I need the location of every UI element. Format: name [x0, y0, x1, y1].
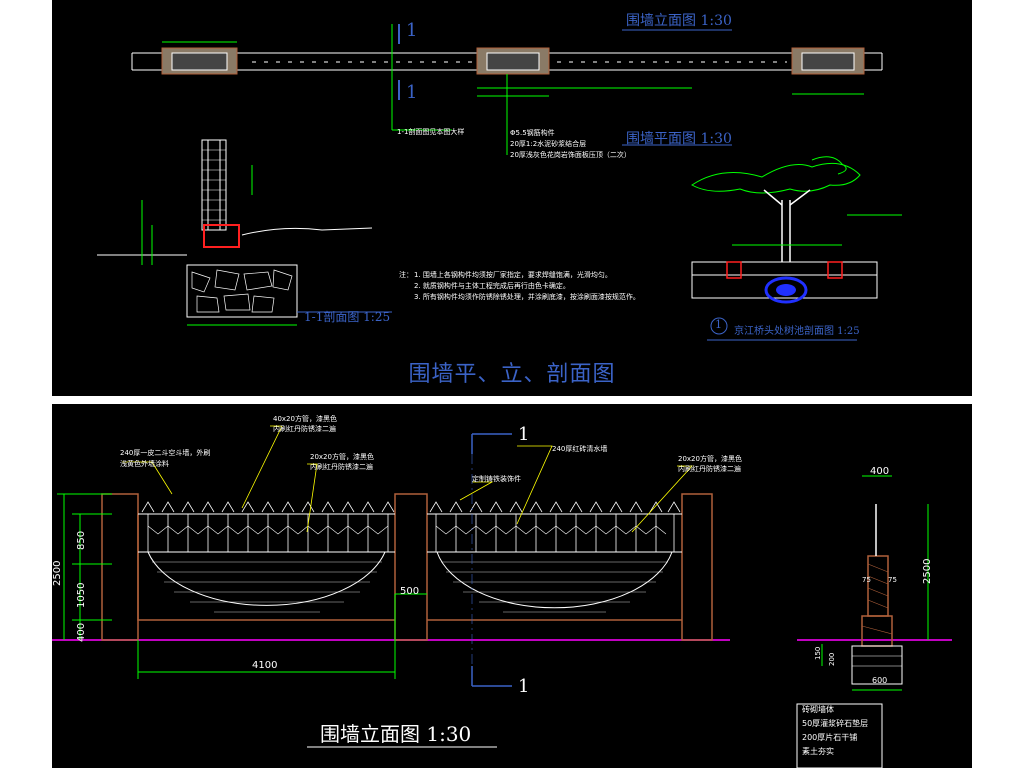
bottom-drawing-linework [52, 425, 952, 768]
callout-3: 20厚1:2水泥砂浆结合层 [510, 140, 587, 148]
dim-side-base: 600 [872, 676, 888, 685]
bottom-drawing-panel: 240厚一皮二斗空斗墙，外刷 浅黄色外墙涂料 40x20方管，漆黑色 内刷红丹防… [52, 404, 972, 768]
tube-note-5: 20x20方管，漆黑色 [678, 455, 742, 463]
note-1: 1. 围墙上各钢构件均须按厂家指定，要求焊缝饱满，光滑均匀。 [414, 271, 612, 279]
note-3: 3. 所有钢构件均须作防锈除锈处理，并涂刷底漆，按涂刷面漆按规范作。 [414, 293, 640, 301]
sheet-title: 围墙平、立、剖面图 [408, 362, 616, 387]
dim-fence-height: 850 [76, 530, 87, 550]
elevation-title-top: 围墙立面图 1:30 [626, 13, 732, 29]
tree-pit-detail-title: 京江桥头处树池剖面图 1:25 [734, 326, 860, 337]
section-mark-top-a: 1 [406, 20, 418, 41]
notes-label: 注： [399, 271, 413, 279]
bottom-elevation-title: 围墙立面图 1:30 [320, 722, 472, 746]
dim-side-75b: 75 [888, 576, 897, 584]
plan-title: 围墙平面图 1:30 [626, 131, 732, 147]
wall-note-2: 浅黄色外墙涂料 [120, 460, 169, 468]
legend-item-3: 200厚片石干铺 [802, 733, 858, 742]
dim-bay-width: 4100 [252, 660, 278, 671]
callout-1: 1-1剖面图见本图大样 [397, 128, 465, 136]
legend-item-1: 砖砌墙体 [802, 705, 834, 714]
tube-note-2: 内刷红丹防锈漆二遍 [273, 425, 336, 433]
tube-note-6: 内刷红丹防锈漆二遍 [678, 465, 741, 473]
tube-note-3: 20x20方管，漆黑色 [310, 453, 374, 461]
dim-base-height: 400 [76, 622, 87, 642]
dim-side-150: 150 [814, 646, 822, 660]
callout-2: Φ5.5钢筋构件 [510, 129, 555, 137]
dim-arc-height: 1050 [76, 582, 87, 608]
pier-note: 240厚红砖清水墙 [552, 445, 608, 453]
dim-total-height: 2500 [52, 560, 63, 586]
section-mark-top-b: 1 [406, 82, 418, 103]
wall-note-1: 240厚一皮二斗空斗墙，外刷 [120, 449, 211, 457]
tube-note-1: 40x20方管，漆黑色 [273, 415, 337, 423]
ornament-note: 定制铸铁装饰件 [472, 475, 521, 483]
dim-side-top-width: 400 [870, 466, 890, 477]
tube-note-4: 内刷红丹防锈漆二遍 [310, 463, 373, 471]
section-1-1-title: 1-1剖面图 1:25 [304, 310, 391, 324]
top-drawing-linework [97, 24, 902, 341]
section-mark-bottom-a: 1 [518, 424, 530, 445]
dim-side-75a: 75 [862, 576, 871, 584]
top-drawing-panel: 围墙立面图 1:30 围墙平面图 1:30 1 1 1-1剖面图 1:25 1 … [52, 0, 972, 396]
dim-pier-width: 500 [400, 586, 420, 597]
dim-side-200: 200 [828, 652, 836, 666]
detail-number: 1 [715, 318, 722, 331]
dim-side-height: 2500 [922, 558, 933, 584]
callout-4: 20厚浅灰色花岗岩饰面板压顶（二次） [510, 151, 631, 159]
note-2: 2. 就质钢构件与主体工程完成后再行由色卡确定。 [414, 282, 570, 290]
legend-item-2: 50厚灌浆碎石垫层 [802, 719, 869, 728]
section-mark-bottom-b: 1 [518, 676, 530, 697]
legend-item-4: 素土夯实 [802, 747, 834, 756]
